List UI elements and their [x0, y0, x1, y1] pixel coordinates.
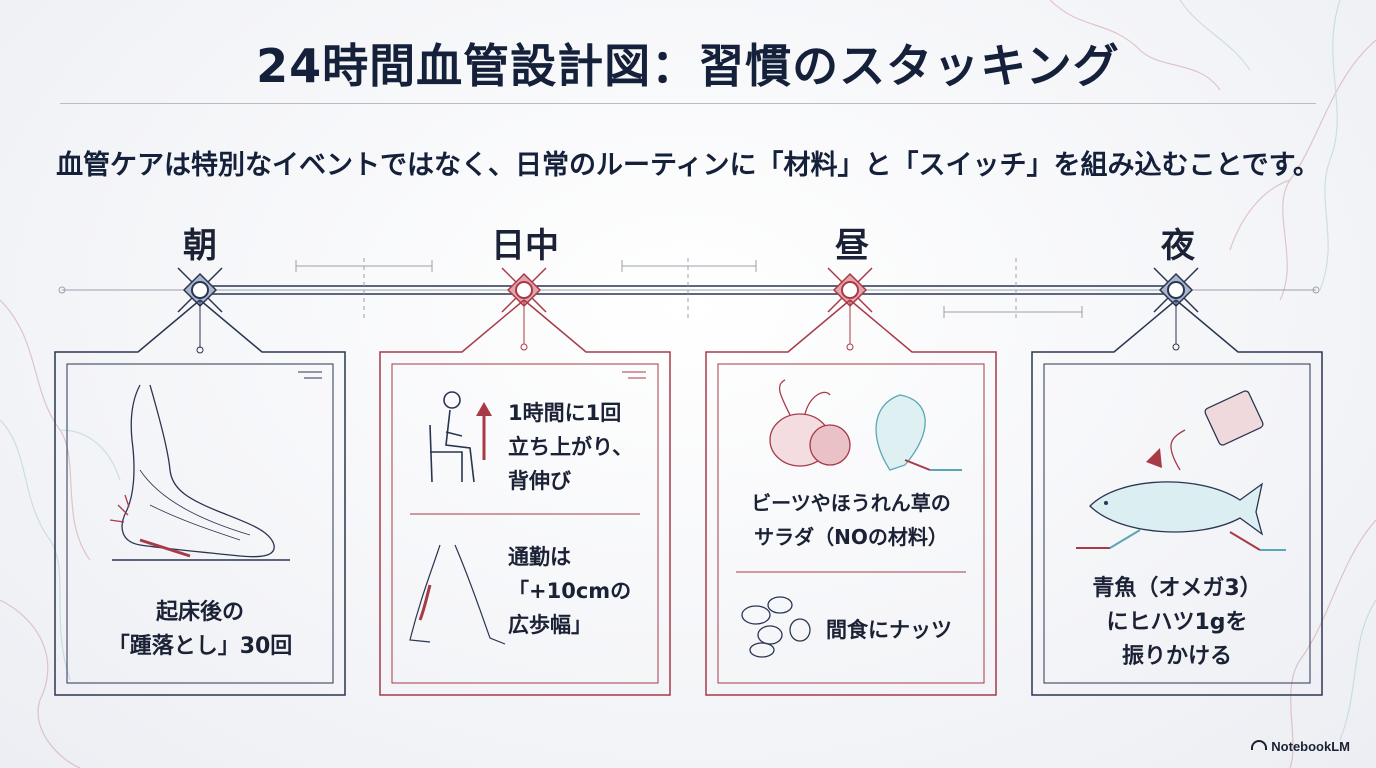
night-line1: 青魚（オメガ3） — [1092, 576, 1262, 601]
node-morning — [177, 267, 223, 313]
walking-legs-illustration — [409, 544, 506, 645]
card-noon-item1: ビーツやほうれん草の サラダ（NOの材料） — [720, 486, 982, 554]
noon-item2: 間食にナッツ — [826, 618, 952, 642]
period-label-morning: 朝 — [183, 226, 217, 266]
nuts-illustration — [741, 596, 811, 658]
morning-line2: 「踵落とし」30回 — [107, 634, 293, 659]
period-label-daytime: 日中 — [491, 226, 559, 266]
page-subtitle: 血管ケアは特別なイベントではなく、日常のルーティンに「材料」と「スイッチ」を組み… — [56, 150, 1320, 181]
card-noon — [705, 299, 997, 696]
period-label-night: 夜 — [1161, 226, 1195, 266]
period-label-noon: 昼 — [835, 226, 869, 266]
page-title: 24時間血管設計図：習慣のスタッキング — [256, 39, 1120, 93]
up-arrow-icon — [476, 402, 492, 460]
sitting-person-icon — [429, 391, 475, 483]
beet-and-spinach-illustration — [769, 379, 962, 471]
noon-item1-line1: ビーツやほうれん草の — [751, 491, 951, 515]
daytime-item2-line3: 広歩幅」 — [508, 613, 592, 637]
notebooklm-logo-icon — [1251, 740, 1268, 750]
card-morning-text: 起床後の 「踵落とし」30回 — [80, 596, 320, 664]
morning-line1: 起床後の — [155, 600, 244, 625]
timeline-axis — [58, 285, 1320, 295]
night-line2: にヒハツ1gを — [1106, 610, 1248, 635]
node-daytime — [501, 267, 547, 313]
night-line3: 振りかける — [1121, 644, 1232, 669]
brand-label: NotebookLM — [1271, 739, 1350, 754]
foot-illustration — [109, 384, 290, 561]
daytime-item2-line1: 通勤は — [508, 545, 571, 569]
card-night-text: 青魚（オメガ3） にヒハツ1gを 振りかける — [1046, 572, 1308, 674]
daytime-item1-line3: 背伸び — [508, 469, 571, 493]
daytime-item1-line1: 1時間に1回 — [508, 401, 622, 425]
noon-item1-line2: サラダ（NOの材料） — [754, 525, 948, 549]
title-divider — [60, 103, 1316, 104]
fish-illustration — [1076, 390, 1286, 551]
card-daytime-item2: 通勤は 「+10cmの 広歩幅」 — [508, 540, 631, 642]
card-night — [1031, 299, 1323, 696]
daytime-item1-line2: 立ち上がり、 — [508, 435, 634, 459]
card-daytime — [379, 299, 671, 696]
brand-watermark: NotebookLM — [1251, 739, 1350, 754]
card-morning — [54, 299, 346, 696]
daytime-item2-line2: 「+10cmの — [508, 579, 632, 603]
card-daytime-item1: 1時間に1回 立ち上がり、 背伸び — [508, 396, 633, 498]
node-noon — [827, 267, 873, 313]
